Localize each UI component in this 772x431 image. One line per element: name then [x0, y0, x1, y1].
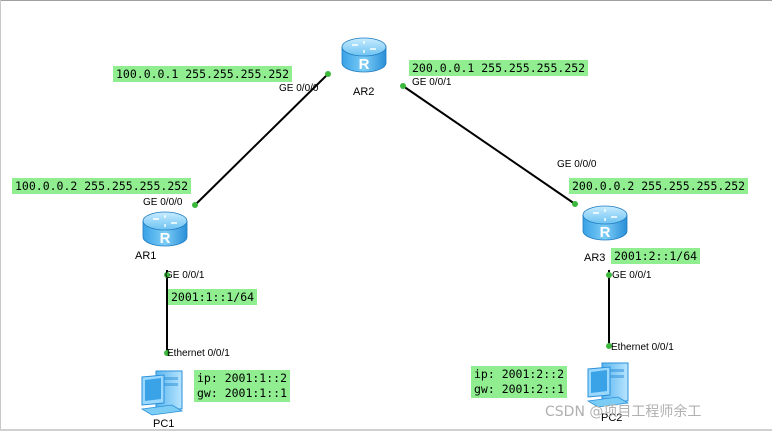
pc2-ip-text: ip: 2001:2::2: [474, 367, 565, 381]
router-icon[interactable]: [582, 204, 628, 244]
port-dot: [164, 350, 170, 356]
pc-icon[interactable]: [141, 368, 185, 418]
ipv6-note-ar3: 2001:2::1/64: [611, 248, 701, 264]
port-dot: [606, 272, 612, 278]
ip-note-ar2-right: 200.0.0.1 255.255.255.252: [409, 60, 589, 76]
pc1-address-note: ip: 2001:1::2 gw: 2001:1::1: [194, 370, 291, 402]
port-dot: [400, 83, 406, 89]
port-label: GE 0/0/0: [279, 83, 319, 94]
pc-label-pc2: PC2: [601, 412, 623, 424]
link-ar2-ar1: [194, 73, 329, 206]
router-label-ar1: AR1: [135, 250, 157, 262]
port-dot: [325, 71, 331, 77]
window-top-border: [0, 0, 772, 1]
port-label: GE 0/0/1: [612, 270, 652, 281]
ip-note-ar1-top: 100.0.0.2 255.255.255.252: [12, 178, 192, 194]
pc1-ip-text: ip: 2001:1::2: [197, 371, 288, 385]
ipv6-note-ar1: 2001:1::1/64: [168, 289, 258, 305]
router-label-ar3: AR3: [584, 252, 606, 264]
router-icon[interactable]: [341, 36, 387, 76]
port-dot: [164, 272, 170, 278]
ip-note-ar2-left: 100.0.0.1 255.255.255.252: [113, 66, 293, 82]
watermark: CSDN @项目工程师余工: [545, 404, 702, 420]
port-label: Ethernet 0/0/1: [167, 348, 230, 359]
window-left-border: [0, 0, 1, 431]
port-label: GE 0/0/1: [412, 77, 452, 88]
port-label: Ethernet 0/0/1: [611, 342, 674, 353]
window-bottom-border: [0, 429, 772, 431]
port-dot: [572, 201, 578, 207]
router-label-ar2: AR2: [353, 86, 375, 98]
ip-note-ar3-top: 200.0.0.2 255.255.255.252: [569, 178, 749, 194]
link-ar2-ar3: [402, 85, 576, 205]
pc-label-pc1: PC1: [153, 418, 175, 430]
pc2-gw-text: gw: 2001:2::1: [474, 382, 565, 396]
port-dot: [606, 343, 612, 349]
port-label: GE 0/0/0: [143, 197, 183, 208]
pc1-gw-text: gw: 2001:1::1: [197, 386, 288, 400]
router-icon[interactable]: [142, 210, 188, 250]
port-label: GE 0/0/1: [165, 270, 205, 281]
port-label: GE 0/0/0: [557, 159, 597, 170]
port-dot: [192, 202, 198, 208]
pc2-address-note: ip: 2001:2::2 gw: 2001:2::1: [471, 366, 568, 398]
